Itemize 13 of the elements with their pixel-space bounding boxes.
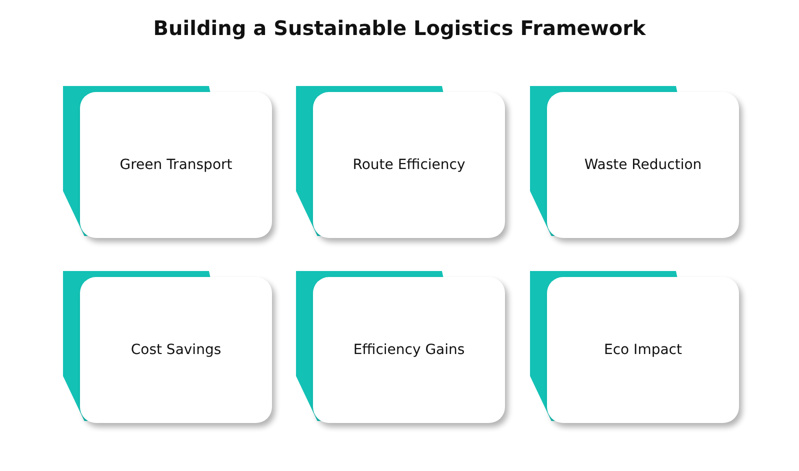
card-label: Route Efficiency [352,157,466,173]
card [80,92,272,238]
card [80,277,272,423]
card-label: Eco Impact [604,342,682,358]
card [313,92,505,238]
card [313,277,505,423]
card-label: Waste Reduction [584,157,702,173]
card-label: Cost Savings [130,342,222,358]
card [547,92,739,238]
card-label: Efficiency Gains [353,342,465,358]
title: Building a Sustainable Logistics Framework [152,16,647,40]
card [547,277,739,423]
card-label: Green Transport [120,157,232,173]
